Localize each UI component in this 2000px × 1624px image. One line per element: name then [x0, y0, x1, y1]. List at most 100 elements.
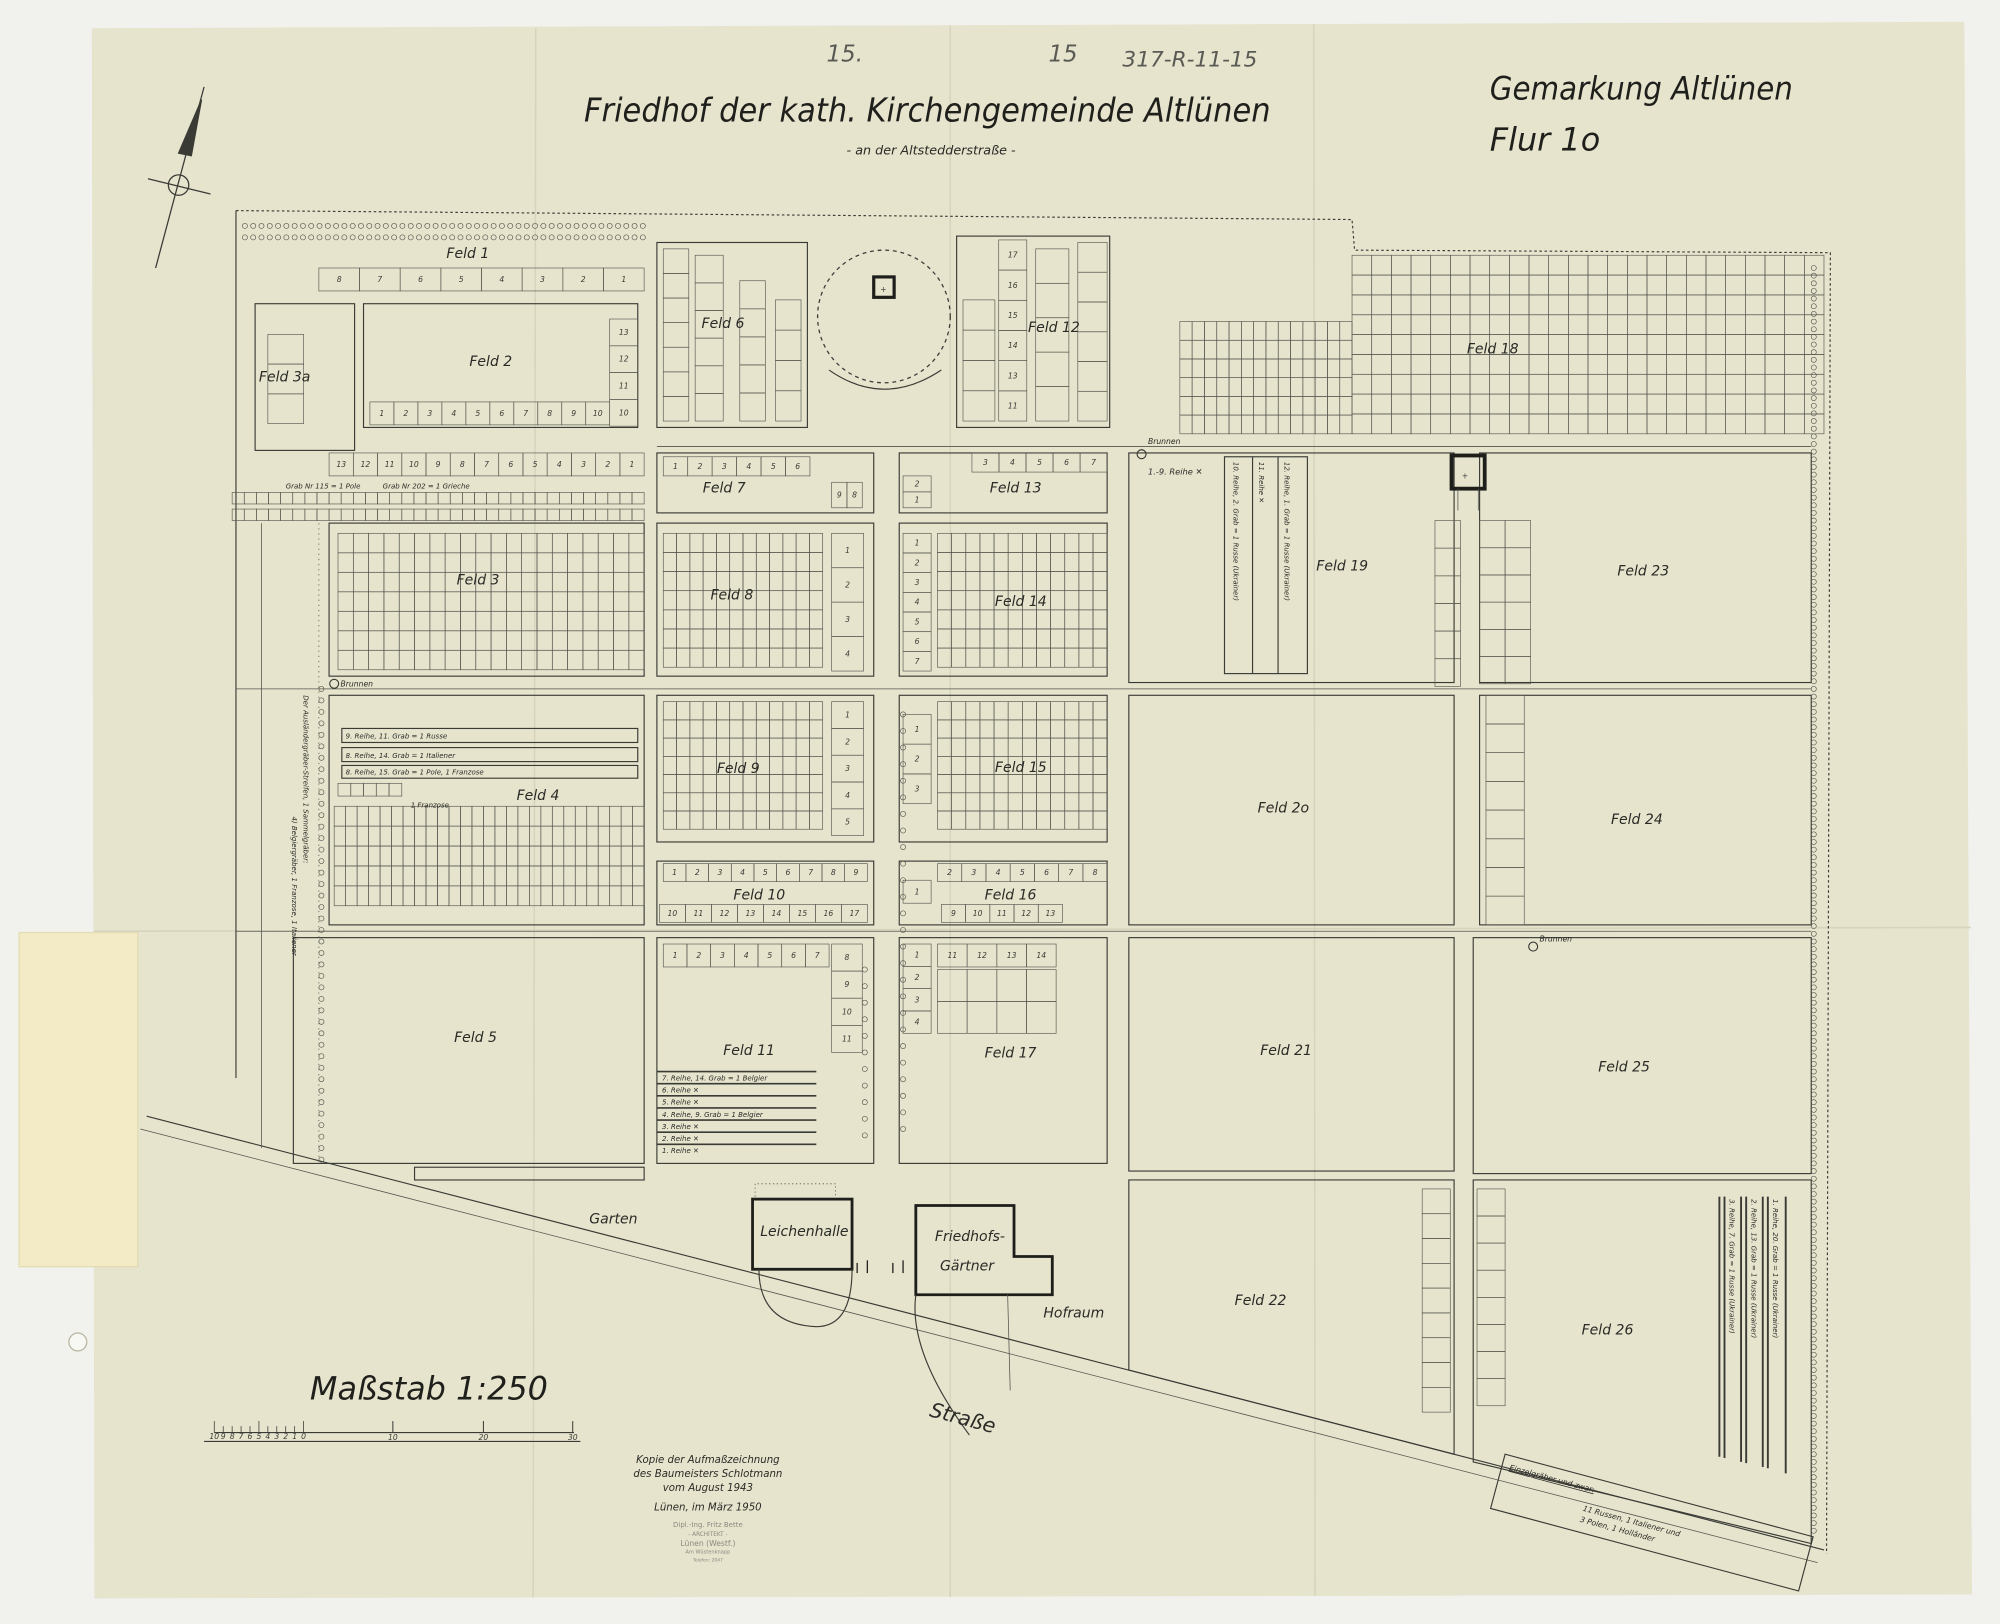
grave-number: 3	[971, 868, 976, 877]
grave-plot	[1092, 647, 1108, 668]
grave-marker-circle	[1810, 1015, 1817, 1021]
grave-marker-circle	[1810, 563, 1817, 570]
grave-marker-circle	[1810, 885, 1817, 891]
grave-number: 1	[672, 868, 677, 877]
cross-icon	[872, 275, 896, 299]
grave-number: 1	[673, 462, 678, 471]
grave-marker-circle	[258, 223, 265, 229]
grave-marker-circle	[1810, 418, 1817, 424]
grave-marker-circle	[1810, 693, 1817, 700]
grave-marker-circle	[1810, 1137, 1817, 1144]
grave-number: 2	[845, 737, 850, 746]
cross-icon-glyph: +	[880, 285, 886, 294]
scale-label: Maßstab 1:250	[310, 1369, 548, 1407]
grave-marker-circle	[900, 893, 906, 900]
grave-marker-circle	[1810, 969, 1817, 975]
grave-number: 2	[915, 558, 920, 567]
grave-marker-circle	[1810, 1129, 1817, 1136]
grave-marker-circle	[900, 777, 906, 784]
punch-hole	[68, 1332, 88, 1352]
grave-plot	[603, 267, 645, 292]
grave-number: 9	[854, 868, 859, 877]
grave-marker-circle	[1810, 410, 1817, 417]
grave-marker-circle	[300, 223, 306, 229]
copy-line: vom August 1943	[663, 1483, 753, 1494]
grave-plot	[962, 390, 996, 422]
grave-marker-circle	[1810, 265, 1817, 271]
grave-marker-circle	[1810, 1466, 1817, 1473]
grave-marker-circle	[1810, 984, 1817, 991]
grave-marker-circle	[300, 234, 306, 241]
stamp-line: Telefon: 2047	[692, 1557, 723, 1563]
grave-marker-circle	[283, 234, 290, 241]
grave-number: 5	[1020, 868, 1025, 877]
grave-marker-circle	[1810, 678, 1817, 685]
grave-marker-circle	[861, 1115, 868, 1122]
grave-marker-circle	[318, 812, 325, 819]
grave-marker-circle	[1810, 923, 1817, 930]
grave-marker-circle	[1810, 341, 1817, 348]
grave-marker-circle	[1810, 540, 1817, 547]
copy-line: des Baumeisters Schlotmann	[633, 1469, 782, 1480]
grave-number: 9	[436, 460, 441, 469]
grave-marker-circle	[623, 234, 630, 241]
grave-marker-circle	[557, 234, 563, 241]
grave-marker-circle	[1810, 839, 1817, 845]
grave-marker-circle	[1810, 617, 1817, 623]
grave-marker-circle	[1810, 1038, 1817, 1044]
grave-plot	[831, 1025, 863, 1053]
grave-marker-circle	[1810, 1152, 1817, 1159]
grave-marker-circle	[900, 794, 906, 801]
grave-marker-circle	[1810, 1175, 1817, 1182]
feld26-annotation-stripes	[1718, 1196, 1787, 1474]
grave-number: 2	[915, 755, 920, 764]
note-feld4-margin-b: 4) Belgiergräber, 1 Franzose, 1 Italiene…	[290, 816, 299, 956]
grave-number: 5	[845, 818, 850, 827]
grave-marker-circle	[1810, 311, 1817, 317]
grave-number: 6	[786, 868, 791, 877]
grave-marker-circle	[318, 1053, 325, 1060]
grave-plot	[1077, 390, 1108, 422]
grave-marker-circle	[1810, 586, 1817, 593]
grave-plot	[1434, 658, 1461, 687]
grave-marker-circle	[318, 754, 325, 761]
grave-marker-circle	[318, 720, 325, 727]
grave-marker-circle	[1810, 326, 1817, 333]
grave-marker-circle	[581, 234, 588, 241]
label-feld-8: Feld 8	[710, 588, 753, 604]
grave-marker-circle	[590, 234, 596, 241]
scale-tick-label: 30	[568, 1433, 578, 1442]
grave-number: 1	[845, 711, 850, 720]
grave-number: 14	[1036, 951, 1046, 960]
scale-tick-label: 5	[256, 1432, 261, 1441]
grave-marker-circle	[1810, 425, 1817, 432]
grave-marker-circle	[407, 223, 414, 229]
grave-marker-circle	[548, 234, 555, 241]
grave-number: 7	[377, 275, 382, 284]
grave-marker-circle	[1810, 770, 1817, 776]
label-garten: Garten	[589, 1211, 637, 1227]
grave-number: 12	[720, 909, 730, 918]
grave-marker-circle	[266, 234, 273, 241]
grave-number: 1	[915, 887, 920, 896]
grave-marker-circle	[1810, 1214, 1817, 1220]
grave-marker-circle	[324, 223, 331, 229]
grave-marker-circle	[1810, 1030, 1817, 1037]
grave-marker-circle	[391, 234, 398, 241]
grave-marker-circle	[900, 860, 906, 867]
archive-mark-1: 15.	[827, 41, 863, 67]
grave-number: 2	[605, 460, 610, 469]
grave-marker-circle	[900, 1059, 906, 1066]
grave-marker-circle	[590, 223, 596, 229]
grave-plot	[1026, 1001, 1057, 1034]
grave-number: 10	[409, 460, 419, 469]
feld4-annotation-bars	[341, 727, 639, 779]
note-feld11-row: 3. Reihe ✕	[662, 1122, 699, 1131]
grave-marker-circle	[366, 223, 373, 229]
grave-marker-circle	[606, 234, 613, 241]
grave-plot	[1485, 895, 1525, 926]
grave-number: 13	[1007, 951, 1017, 960]
grave-marker-circle	[318, 777, 325, 784]
grave-marker-circle	[1810, 1145, 1817, 1151]
grave-number: 12	[977, 951, 987, 960]
